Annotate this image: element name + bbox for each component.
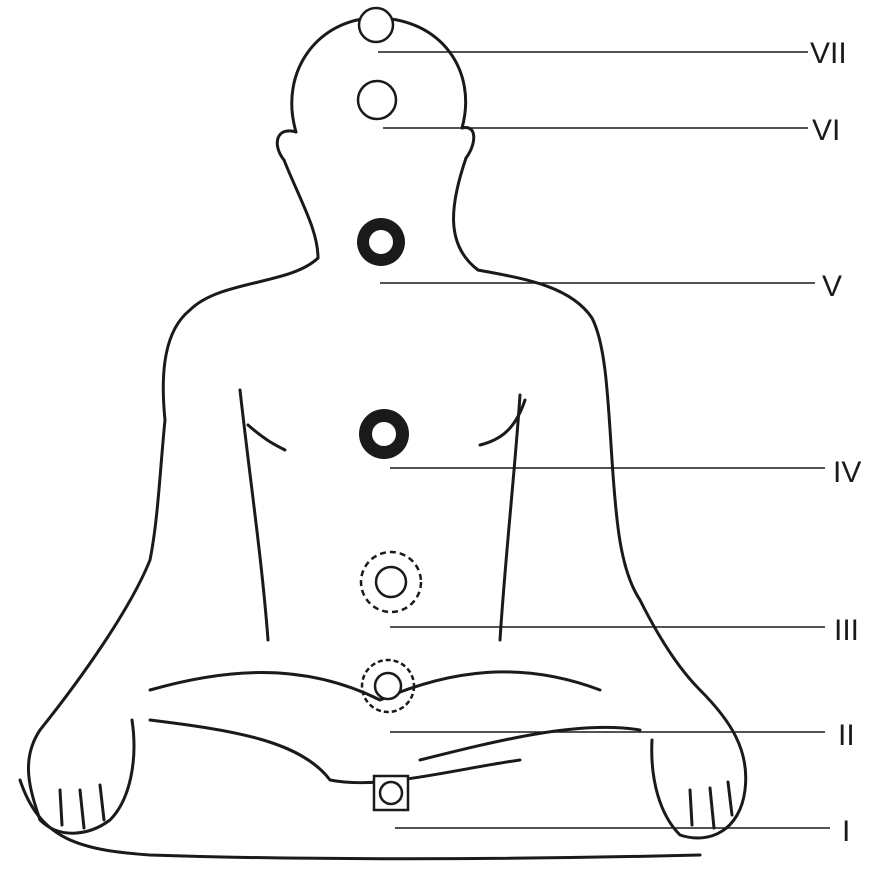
chakra-label-iv: IV <box>833 456 862 489</box>
spiked-ring-icon <box>359 409 409 459</box>
open-circle-icon <box>356 79 398 121</box>
open-circle-icon <box>357 6 395 44</box>
chakra-label-vi: VI <box>812 114 841 147</box>
chakra-label-v: V <box>822 270 843 303</box>
leader-lines <box>378 51 830 829</box>
lotus-icon <box>360 658 416 714</box>
chakra-label-i: I <box>842 815 851 848</box>
chakra-label-iii: III <box>834 614 860 647</box>
chakra-label-ii: II <box>838 719 855 752</box>
lotus-icon <box>359 550 423 614</box>
chakra-label-vii: VII <box>810 37 847 70</box>
square-lotus-icon <box>372 774 410 812</box>
spiked-ring-icon <box>357 218 405 266</box>
chakra-symbols <box>356 6 423 812</box>
figure-outline <box>18 16 748 861</box>
